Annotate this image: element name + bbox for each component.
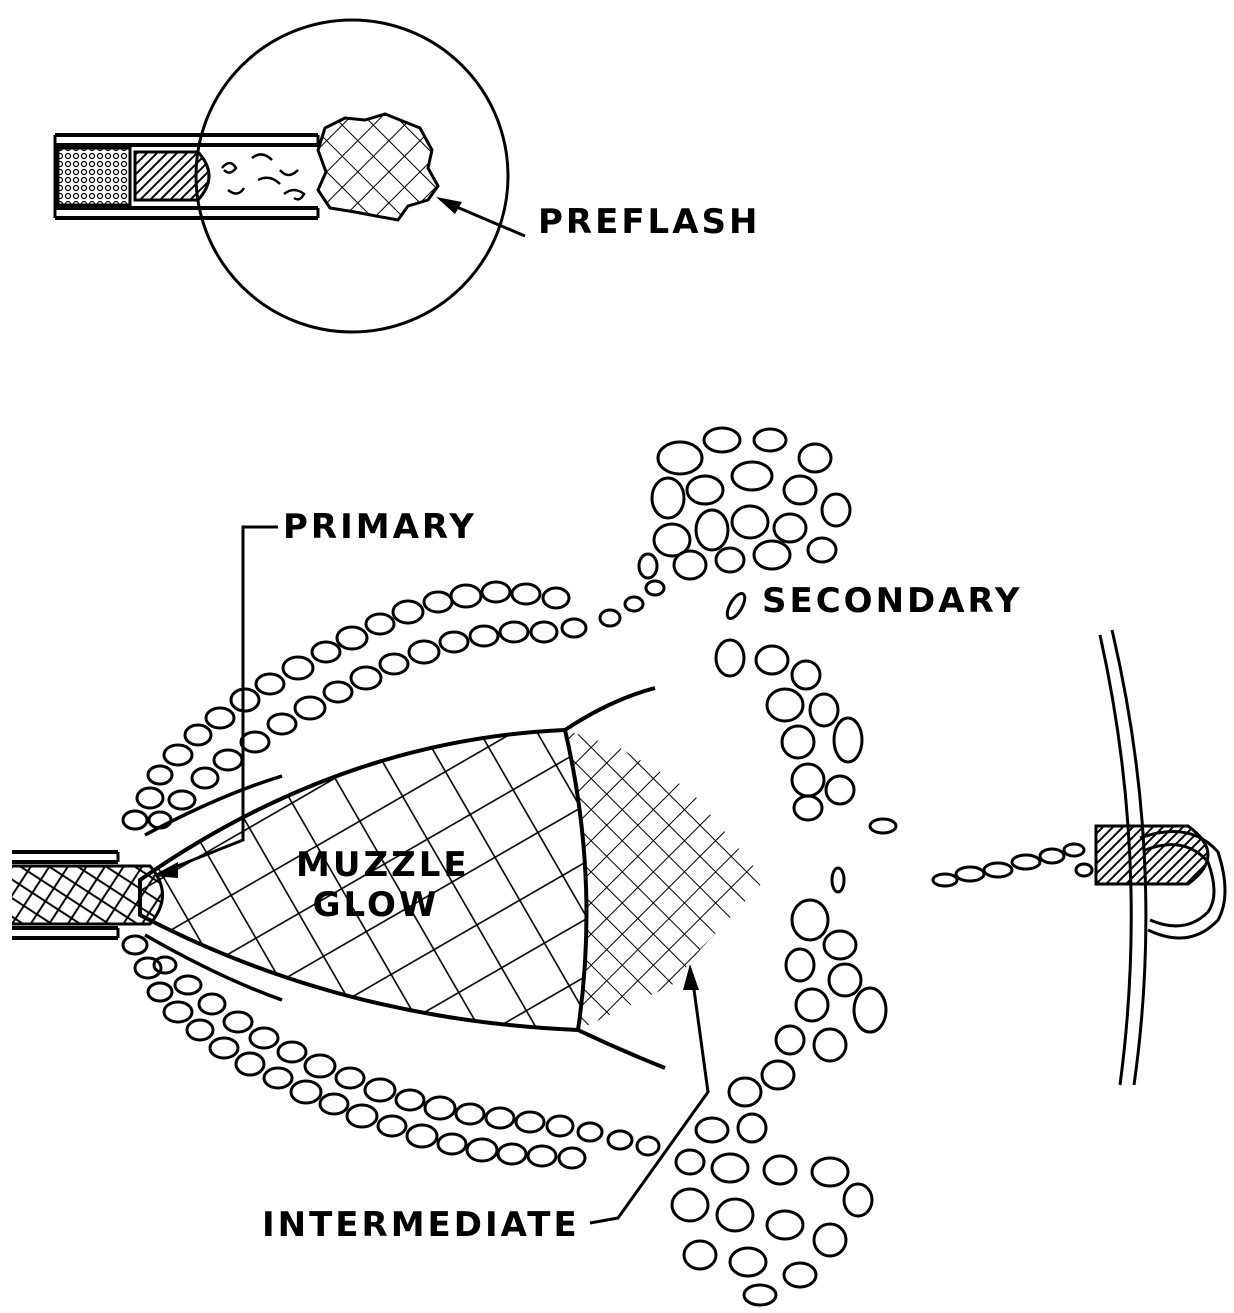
secondary-cluster-top <box>652 428 850 579</box>
secondary-cluster-right <box>716 591 896 892</box>
preflash-cloud <box>318 114 438 220</box>
label-muzzle: MUZZLE <box>296 848 456 882</box>
intermediate-region <box>565 730 765 1030</box>
label-intermediate: INTERMEDIATE <box>262 1208 580 1242</box>
label-preflash: PREFLASH <box>538 205 760 239</box>
secondary-cluster-bottom <box>672 900 886 1305</box>
projectile-trail <box>933 844 1092 886</box>
label-primary: PRIMARY <box>283 510 477 544</box>
preflash-view <box>55 20 525 332</box>
projectile <box>1096 826 1208 884</box>
label-secondary: SECONDARY <box>762 584 1023 618</box>
preflash-barrel <box>55 135 318 218</box>
muzzle-flash-view <box>12 428 1225 1305</box>
label-glow: GLOW <box>296 888 456 922</box>
